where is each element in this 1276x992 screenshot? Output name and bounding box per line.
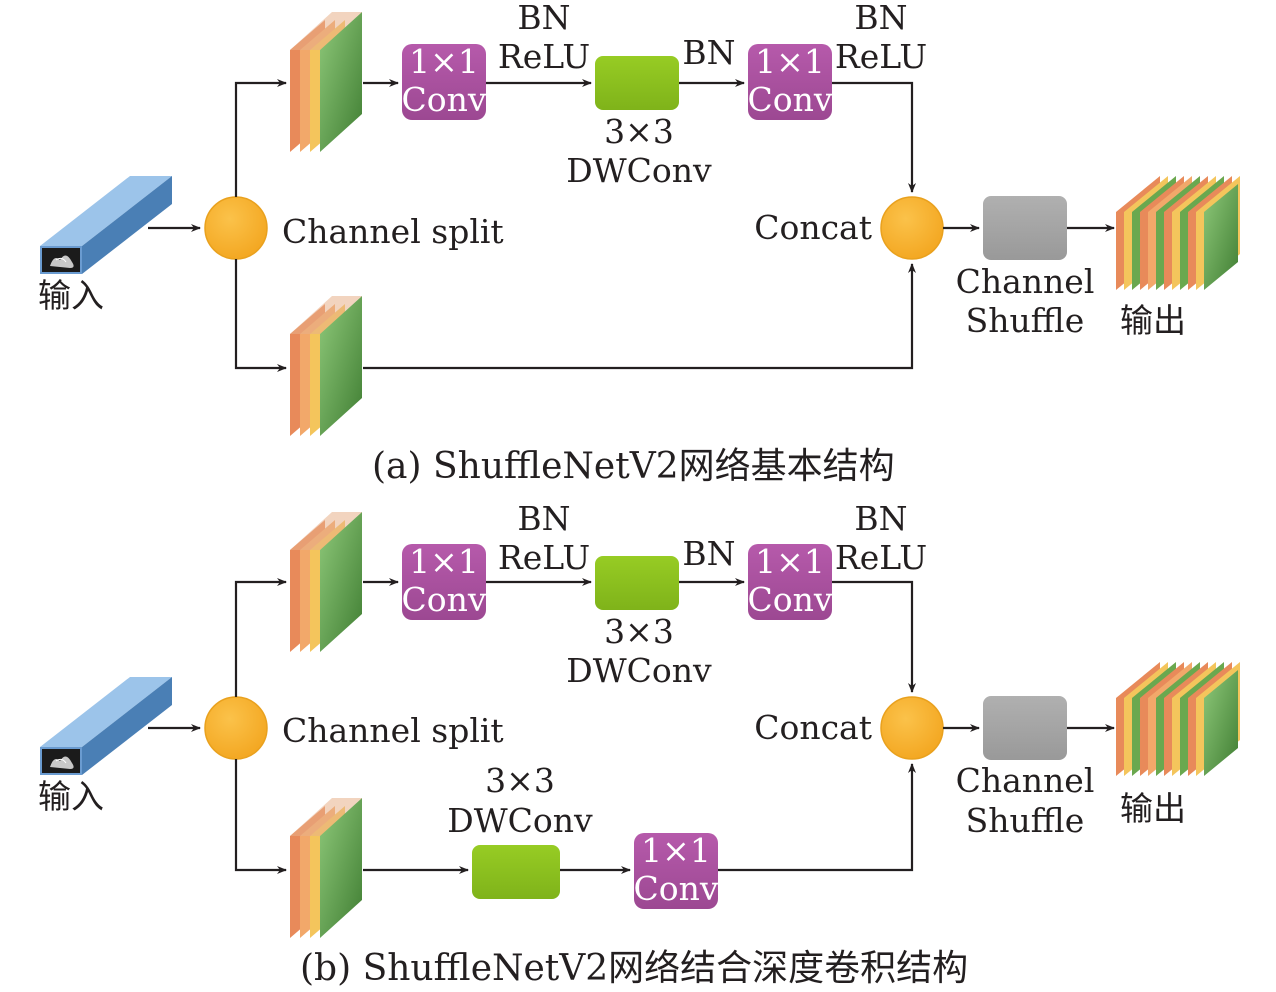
conv1x1-box [402, 544, 486, 620]
split-to-bottom-arrow [234, 759, 287, 874]
output-feature-map [1116, 662, 1240, 776]
bottom-to-concat-arrow [718, 763, 916, 872]
dwconv-label-line1: 3×3 [604, 612, 674, 651]
input-block [39, 175, 173, 275]
conv-box-line2: Conv [747, 580, 832, 619]
caption-a: (a) ShuffleNetV2网络基本结构 [372, 446, 895, 487]
conv-box-line2: Conv [747, 80, 832, 119]
bn-label: BN [682, 534, 735, 573]
channel-shuffle-box [983, 696, 1067, 760]
relu-label: ReLU [835, 37, 927, 76]
channel-shuffle-line2: Shuffle [966, 801, 1085, 840]
conv1x1-box [634, 833, 718, 909]
conv1x1-box [748, 44, 832, 120]
conv-box-line2: Conv [633, 869, 718, 908]
top-feature-map [290, 512, 362, 652]
output-label: 输出 [1120, 301, 1186, 340]
to-concat-arrow [832, 81, 916, 193]
conv-box-line2: Conv [401, 580, 486, 619]
bottom-feature-map [290, 296, 362, 436]
bn-label: BN [854, 0, 907, 37]
input-label: 输入 [38, 276, 104, 315]
split-to-bottom-arrow [234, 259, 287, 372]
bn-label: BN [854, 499, 907, 538]
conv1x1-box [402, 44, 486, 120]
panel-a: 输入 Channel split 1×1 Conv BN ReLU 3×3 DW… [38, 0, 1240, 487]
dwconv-label-line1: 3×3 [485, 761, 555, 800]
channel-shuffle-box [983, 196, 1067, 260]
bottom-to-concat-arrow [363, 263, 916, 370]
dwconv-label-line1: 3×3 [604, 112, 674, 151]
dwconv3x3-box [595, 556, 679, 610]
conv-box-line1: 1×1 [641, 831, 711, 870]
conv-box-line1: 1×1 [755, 542, 825, 581]
top-feature-map [290, 12, 362, 152]
input-block [39, 676, 173, 776]
concat-node [880, 696, 944, 760]
bn-label: BN [517, 0, 570, 37]
conv-box-line1: 1×1 [409, 542, 479, 581]
output-label: 输出 [1120, 789, 1186, 828]
conv-box-line2: Conv [401, 80, 486, 119]
concat-node [880, 196, 944, 260]
channel-shuffle-line2: Shuffle [966, 301, 1085, 340]
split-to-top-arrow [234, 578, 287, 697]
channel-split-node [204, 696, 268, 760]
to-concat-arrow [832, 580, 916, 693]
dwconv3x3-box [472, 845, 560, 899]
split-to-top-arrow [234, 79, 287, 197]
bn-label: BN [682, 33, 735, 72]
bottom-feature-map [290, 798, 362, 938]
channel-split-label: Channel split [282, 711, 504, 750]
caption-b: (b) ShuffleNetV2网络结合深度卷积结构 [300, 948, 968, 989]
relu-label: ReLU [835, 538, 927, 577]
concat-label: Concat [754, 208, 872, 247]
channel-split-label: Channel split [282, 212, 504, 251]
dwconv-label-line2: DWConv [566, 151, 712, 190]
relu-label: ReLU [498, 538, 590, 577]
input-label: 输入 [38, 777, 104, 816]
channel-split-node [204, 196, 268, 260]
output-feature-map [1116, 176, 1240, 290]
channel-shuffle-line1: Channel [956, 262, 1095, 301]
dwconv3x3-box [595, 56, 679, 110]
conv-box-line1: 1×1 [409, 42, 479, 81]
conv-box-line1: 1×1 [755, 42, 825, 81]
bn-label: BN [517, 499, 570, 538]
dwconv-label-line2: DWConv [566, 651, 712, 690]
conv1x1-box [748, 544, 832, 620]
dwconv-label-line2: DWConv [447, 801, 593, 840]
relu-label: ReLU [498, 37, 590, 76]
panel-b: 输入 Channel split 1×1 Conv BN ReLU 3×3 DW… [38, 499, 1240, 989]
channel-shuffle-line1: Channel [956, 761, 1095, 800]
concat-label: Concat [754, 708, 872, 747]
